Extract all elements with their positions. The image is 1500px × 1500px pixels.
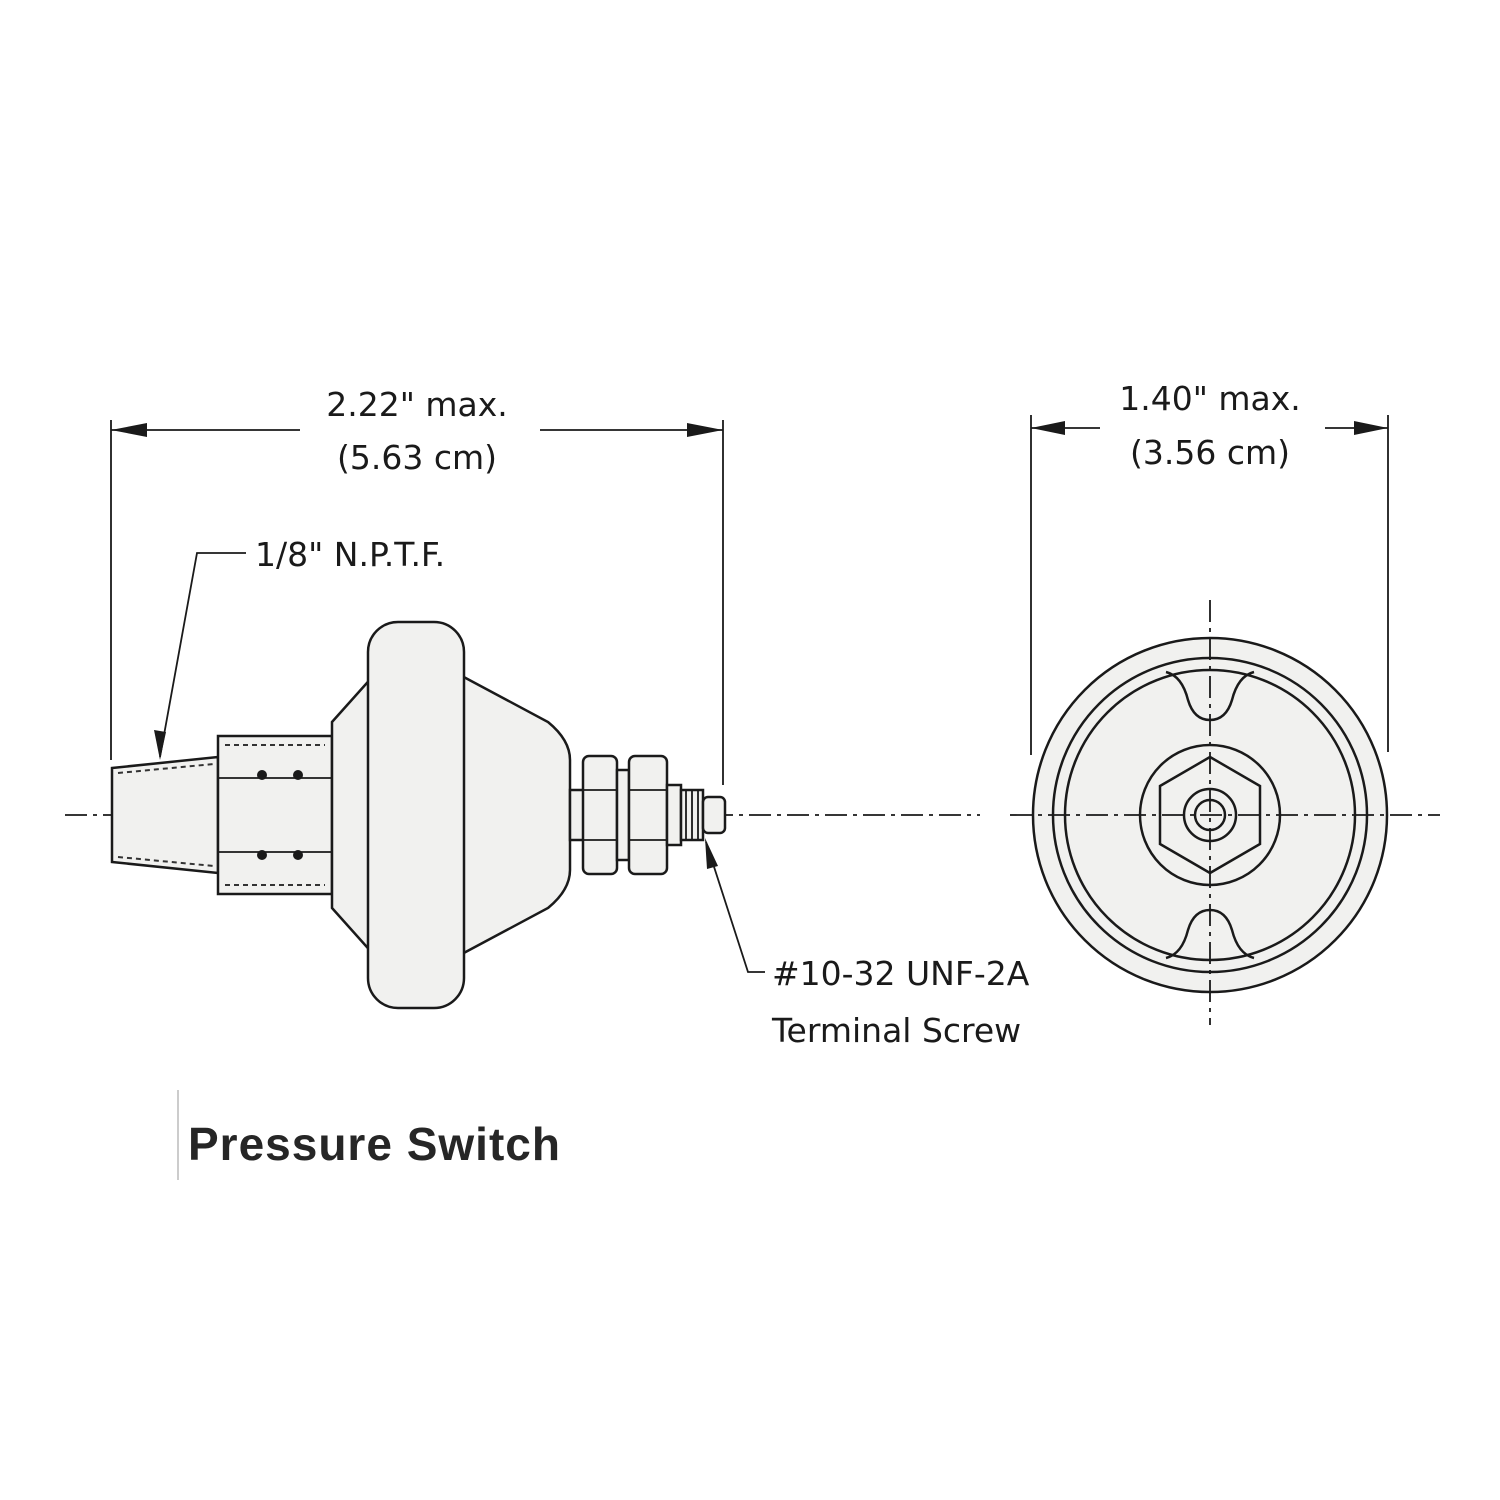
diameter-dimension [1030,415,1389,755]
terminal-leader [705,838,765,973]
diameter-dimension-text: 1.40" max. [1119,379,1301,418]
thread-leader [154,552,246,760]
pipe-thread-fitting [110,755,220,875]
caption-title: Pressure Switch [188,1118,561,1170]
diameter-dimension-metric-text: (3.56 cm) [1130,433,1290,472]
end-view [1010,415,1440,1025]
hex-body [216,734,334,896]
length-dimension-text: 2.22" max. [326,385,508,424]
diaphragm-disc [366,620,466,1010]
side-view [65,420,980,1010]
thread-label: 1/8" N.P.T.F. [255,535,445,574]
terminal-stud [568,754,727,876]
terminal-label-line2: Terminal Screw [771,1011,1021,1050]
length-dimension-metric-text: (5.63 cm) [337,438,497,477]
terminal-label-line1: #10-32 UNF-2A [772,954,1030,993]
length-dimension [110,420,724,785]
